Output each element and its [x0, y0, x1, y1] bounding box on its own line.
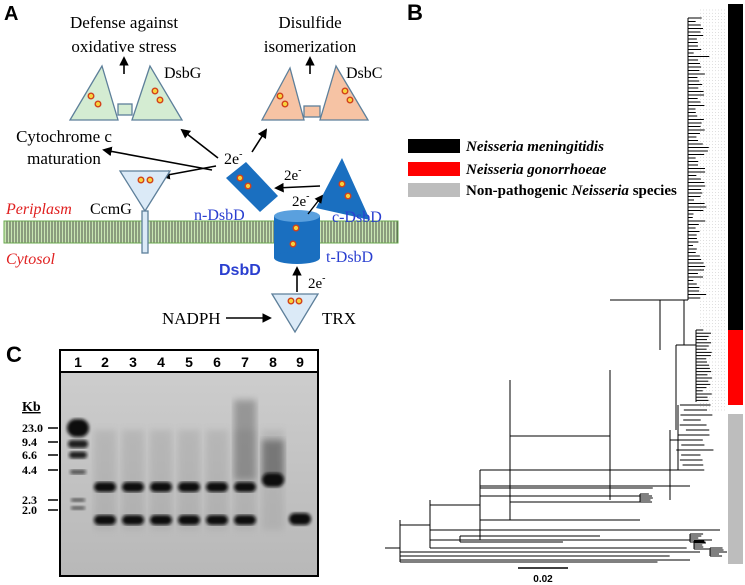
gel-marker-label-4.4: 4.4: [22, 463, 37, 477]
legend: Neisseria meningitidis Neisseria gonorrh…: [408, 139, 677, 199]
gel-smear-lane-5: [178, 430, 200, 530]
t-dsbd-label: t-DsbD: [326, 249, 373, 266]
gel-band-lower-lane-3: [122, 515, 144, 525]
gel-marker-label-23.0: 23.0: [22, 421, 43, 435]
gel-band-lower-lane-2: [94, 515, 116, 525]
gel-lane-label-1: 1: [74, 354, 82, 370]
cytochrome-line2: maturation: [27, 149, 101, 168]
legend-label-nonpathogenic: Non-pathogenic Neisseria species: [466, 183, 677, 199]
n-dsbd-label: n-DsbD: [194, 207, 245, 224]
gel-lane-header: [59, 349, 319, 373]
gel-band-upper-lane-6: [206, 482, 228, 492]
gel-band-upper-lane-5: [178, 482, 200, 492]
dsbg-label: DsbG: [164, 65, 202, 82]
gel-band-lane-8: [262, 473, 284, 487]
gel-smear-lane-6: [206, 430, 228, 530]
electron-label-trx: 2e-: [308, 273, 326, 292]
dsbg-function-line1: Defense against: [70, 13, 178, 32]
panel-c-label: C: [6, 342, 22, 367]
ladder-band-6-6: [69, 451, 87, 459]
gel-marker-label-2.3: 2.3: [22, 493, 37, 507]
panel-b-label: B: [407, 0, 423, 25]
electron-label-center: 2e-: [224, 149, 242, 168]
ladder-band-2-3: [71, 498, 85, 502]
dsbg-dimer: [68, 64, 184, 121]
gel-smear-lane-7-upper: [234, 400, 256, 480]
trx-label: TRX: [322, 309, 356, 328]
dsbc-function-line2: isomerization: [264, 37, 357, 56]
gel-smear-lane-8-upper: [262, 440, 284, 480]
arrow-to-cytochrome: [102, 146, 213, 171]
electron-label-t-to-c: 2e-: [292, 191, 310, 210]
ladder-band-23: [67, 419, 89, 437]
arrow-t-to-c: [307, 194, 324, 215]
ladder-band-2-0: [71, 506, 85, 510]
ccmg-protein: [118, 170, 172, 254]
gel-band-lane-9: [289, 513, 311, 525]
ladder-band-4-4: [70, 469, 86, 475]
arrow-to-dsbg: [180, 128, 219, 159]
arrow-c-to-n: [274, 182, 321, 193]
gel-lane-label-5: 5: [185, 354, 193, 370]
legend-swatch-meningitidis: [408, 139, 460, 153]
c-dsbd-label: c-DsbD: [332, 209, 382, 226]
panel-a: A Defense against oxidative stress Disul…: [3, 3, 399, 334]
gel-marker-labels: 23.09.46.64.4 2.32.0: [22, 421, 58, 517]
cytochrome-line1: Cytochrome c: [16, 127, 112, 146]
phylogenetic-tree: [385, 9, 728, 563]
clade-bar-meningitidis: [728, 4, 743, 330]
gel-band-lower-lane-6: [206, 515, 228, 525]
arrow-to-dsbc: [251, 128, 268, 153]
electron-label-c-to-n: 2e-: [284, 165, 302, 184]
legend-swatch-nonpathogenic: [408, 183, 460, 197]
gel-smear-lane-4: [150, 430, 172, 530]
gel-lane-label-4: 4: [157, 354, 165, 370]
gel-lane-label-7: 7: [241, 354, 249, 370]
legend-label-meningitidis: Neisseria meningitidis: [465, 139, 604, 155]
gel-lane-label-6: 6: [213, 354, 221, 370]
gel-band-lower-lane-7: [234, 515, 256, 525]
gel-band-lower-lane-4: [150, 515, 172, 525]
dsbc-label: DsbC: [346, 65, 382, 82]
gel-smear-lane-3: [122, 430, 144, 530]
scale-bar-label: 0.02: [533, 574, 553, 585]
dsbc-dimer: [260, 64, 370, 121]
gel-lane-label-3: 3: [129, 354, 137, 370]
ladder-band-9-4: [68, 440, 88, 448]
legend-label-gonorrhoeae: Neisseria gonorrhoeae: [465, 162, 607, 178]
cytosol-label: Cytosol: [6, 251, 55, 268]
dsbg-function-line2: oxidative stress: [71, 37, 176, 56]
gel-marker-label-9.4: 9.4: [22, 435, 37, 449]
gel-lane-label-8: 8: [269, 354, 277, 370]
clade-bar-gonorrhoeae: [728, 330, 743, 405]
gel-lane-labels: 1 2 3 4 5 6 7 8 9: [74, 354, 304, 370]
legend-swatch-gonorrhoeae: [408, 162, 460, 176]
arrow-to-ccmg: [160, 165, 217, 180]
gel-marker-label-6.6: 6.6: [22, 448, 37, 462]
dsbd-label: DsbD: [219, 262, 261, 279]
panel-a-label: A: [4, 3, 18, 25]
gel-band-upper-lane-4: [150, 482, 172, 492]
nadph-label: NADPH: [162, 309, 221, 328]
gel-band-upper-lane-2: [94, 482, 116, 492]
gel-band-upper-lane-3: [122, 482, 144, 492]
gel-smear-lane-2: [94, 430, 116, 530]
periplasm-label: Periplasm: [5, 201, 72, 218]
gel-lane-label-2: 2: [101, 354, 109, 370]
panel-b: B Neisseria meningitidis Neisseria gonor…: [385, 0, 743, 585]
kb-label: Kb: [22, 400, 41, 415]
gel-band-upper-lane-7: [234, 482, 256, 492]
trx-protein: [270, 293, 320, 334]
ccmg-label: CcmG: [90, 201, 132, 218]
gel-lane-label-9: 9: [296, 354, 304, 370]
dsbd-protein: [226, 158, 370, 264]
gel-marker-label-2.0: 2.0: [22, 503, 37, 517]
clade-bar-nonpathogenic: [728, 414, 743, 564]
gel-bands: [67, 400, 311, 530]
panel-c: C 1 2 3 4 5 6 7 8 9 Kb 23.09.46.64.4 2.32.0: [6, 342, 319, 577]
gel-band-lower-lane-5: [178, 515, 200, 525]
dsbc-function-line1: Disulfide: [278, 13, 341, 32]
